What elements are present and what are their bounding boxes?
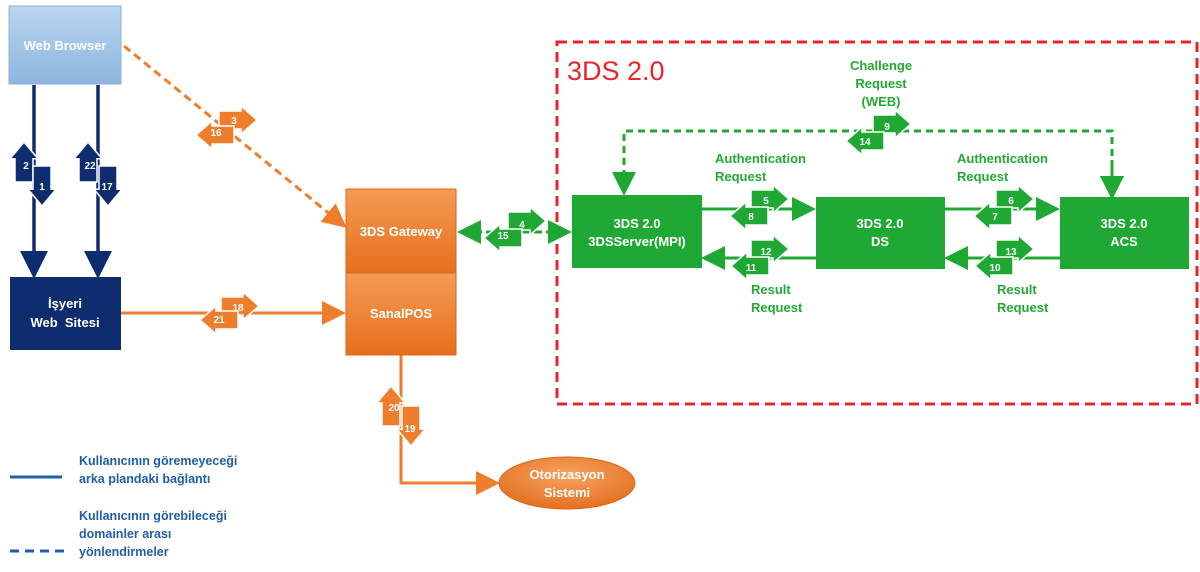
step-number-20: 20 <box>388 403 400 414</box>
challenge-label-2: Request <box>855 76 907 91</box>
auth2-label-2: Request <box>957 169 1009 184</box>
browser-gateway-dashed-line <box>123 44 347 228</box>
step-number-13: 13 <box>1005 247 1017 258</box>
step-number-18: 18 <box>232 303 244 314</box>
legend-dashed-text-3: yönlendirmeler <box>79 545 169 559</box>
legend-dashed-text-1: Kullanıcının görebileceği <box>79 509 227 523</box>
otorizasyon-label-2: Sistemi <box>544 485 590 500</box>
step-arrow-15 <box>482 222 523 254</box>
step-number-16: 16 <box>210 128 222 139</box>
web-browser-box: Web Browser <box>8 5 122 85</box>
step-number-1: 1 <box>39 182 45 193</box>
auth-request-label-1: Authentication Request <box>715 151 806 184</box>
ds-label-1: 3DS 2.0 <box>857 216 904 231</box>
ds-label-2: DS <box>871 234 889 249</box>
challenge-request-label: Challenge Request (WEB) <box>850 58 912 109</box>
3ds-region-border <box>555 40 1199 406</box>
step-number-10: 10 <box>989 263 1001 274</box>
auth1-label-2: Request <box>715 169 767 184</box>
result1-label-2: Request <box>751 300 803 315</box>
step-arrow-21 <box>198 304 239 336</box>
result-request-label-2: Result Request <box>997 282 1049 315</box>
step-arrow-17 <box>92 165 124 208</box>
step-number-15: 15 <box>497 231 509 242</box>
gateway-label: 3DS Gateway <box>360 224 443 239</box>
step-arrow-8 <box>728 200 769 232</box>
gateway-box: 3DS Gateway <box>345 188 457 274</box>
step-arrow-1 <box>26 165 58 208</box>
step-number-2: 2 <box>23 161 29 172</box>
step-number-11: 11 <box>746 263 757 274</box>
server-label-1: 3DS 2.0 <box>614 216 661 231</box>
ds-box: 3DS 2.0 DS <box>816 197 945 269</box>
isyeri-label-2: Web Sitesi <box>30 315 99 330</box>
auth2-label-1: Authentication <box>957 151 1048 166</box>
step-number-19: 19 <box>404 424 416 435</box>
result2-label-1: Result <box>997 282 1037 297</box>
step-arrow-11 <box>729 250 770 282</box>
step-arrow-20 <box>375 384 407 427</box>
challenge-label-1: Challenge <box>850 58 912 73</box>
step-number-4: 4 <box>519 220 525 231</box>
3ds-region-title: 3DS 2.0 <box>567 56 665 86</box>
step-number-7: 7 <box>992 212 998 223</box>
step-number-5: 5 <box>763 196 769 207</box>
step-number-17: 17 <box>101 182 113 193</box>
web-browser-label: Web Browser <box>24 38 107 53</box>
sanalpos-label: SanalPOS <box>370 306 432 321</box>
step-arrow-19 <box>395 405 427 448</box>
challenge-label-3: (WEB) <box>862 94 901 109</box>
step-number-22: 22 <box>84 161 96 172</box>
auth1-label-1: Authentication <box>715 151 806 166</box>
step-number-9: 9 <box>884 122 890 133</box>
legend: Kullanıcının göremeyeceği arka plandaki … <box>10 454 237 559</box>
step-number-12: 12 <box>760 247 772 258</box>
result1-label-1: Result <box>751 282 791 297</box>
3ds-server-box: 3DS 2.0 3DSServer(MPI) <box>572 195 702 268</box>
result-request-label-1: Result Request <box>751 282 803 315</box>
legend-solid-text-1: Kullanıcının göremeyeceği <box>79 454 237 468</box>
server-label-2: 3DSServer(MPI) <box>588 234 686 249</box>
step-number-14: 14 <box>859 137 871 148</box>
step-number-3: 3 <box>231 116 237 127</box>
result2-label-2: Request <box>997 300 1049 315</box>
acs-box: 3DS 2.0 ACS <box>1060 197 1189 269</box>
step-arrow-22 <box>72 140 104 183</box>
step-arrow-10 <box>973 250 1014 282</box>
legend-dashed-text-2: domainler arası <box>79 527 171 541</box>
step-number-6: 6 <box>1008 196 1014 207</box>
isyeri-box: İşyeri Web Sitesi <box>10 277 121 350</box>
step-arrow-7 <box>972 200 1013 232</box>
acs-label-1: 3DS 2.0 <box>1101 216 1148 231</box>
step-number-21: 21 <box>213 315 225 326</box>
otorizasyon-oval: Otorizasyon Sistemi <box>498 456 636 510</box>
sanalpos-box: SanalPOS <box>345 272 457 356</box>
step-number-8: 8 <box>748 212 754 223</box>
step-arrow-14 <box>844 125 885 157</box>
isyeri-label-1: İşyeri <box>48 296 82 311</box>
auth-request-label-2: Authentication Request <box>957 151 1048 184</box>
step-arrow-16 <box>194 119 235 151</box>
legend-solid-text-2: arka plandaki bağlantı <box>79 472 210 486</box>
acs-label-2: ACS <box>1110 234 1138 249</box>
otorizasyon-label-1: Otorizasyon <box>529 467 604 482</box>
